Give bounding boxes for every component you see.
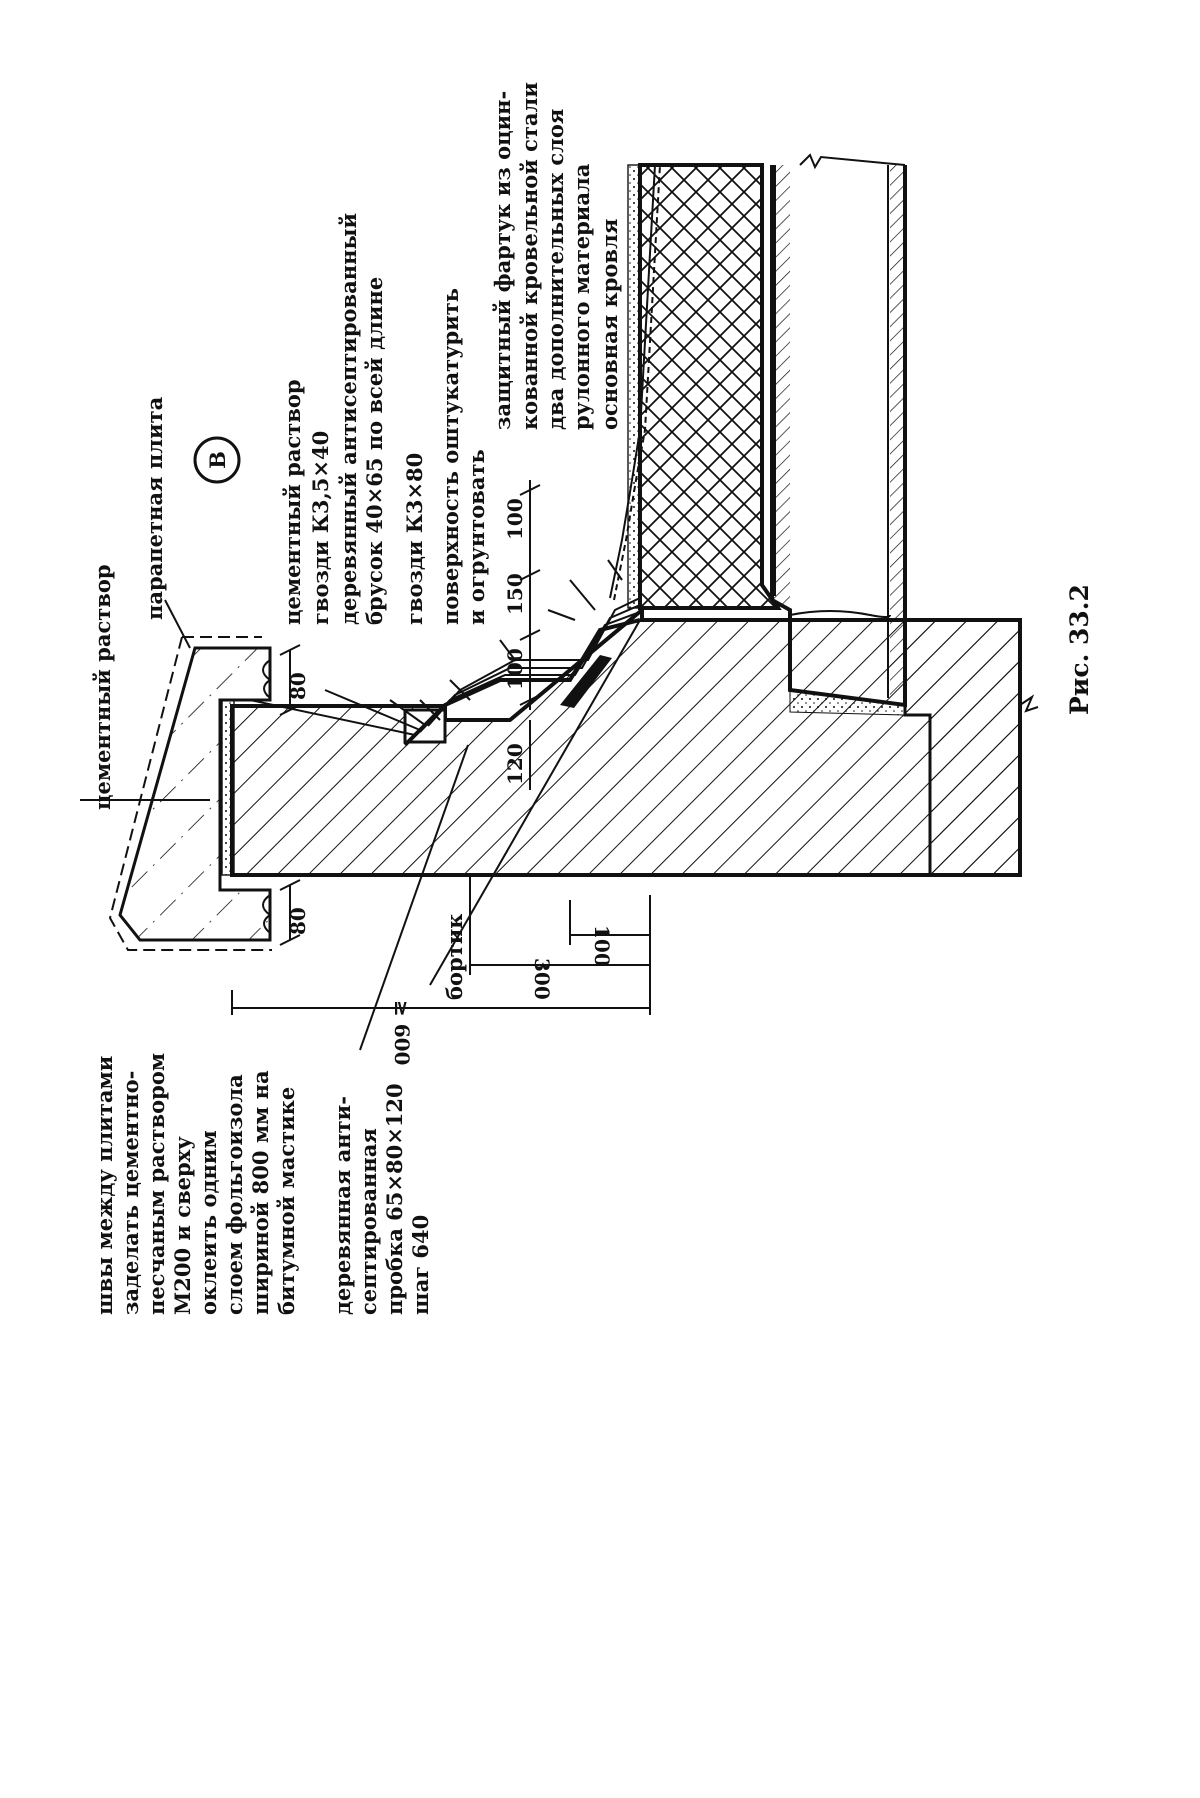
dim-300: 300 [530,958,554,1000]
label-surface-2: и огрунтовать [464,449,489,625]
label-nails-k3: гвозди К3×80 [402,453,427,625]
label-joints-2: заделать цементно- [118,1071,143,1315]
figure-caption: Рис. 33.2 [1065,584,1094,715]
label-joints-1: швы между плитами [92,1056,117,1315]
insulation-block [627,163,782,610]
label-joints-7: шириной 800 мм на [248,1070,273,1315]
node-marker: В [193,436,241,484]
dim-80-top: 80 [286,672,310,700]
label-joints-8: битумной мастике [274,1087,299,1315]
label-joints-5: оклеить одним [196,1130,221,1315]
roof-slab [770,153,1039,877]
dim-100-c: 100 [590,925,614,967]
label-extra-layers-1: два дополнительных слоя [543,109,568,430]
label-wood-bar-2: брусок 40×65 по всей длине [362,277,387,625]
labels: цементный раствор парапетная плита цемен… [90,82,622,1315]
label-extra-layers-2: рулонного материала [569,163,594,430]
label-plug-3: пробка 65×80×120 [382,1083,407,1315]
dim-600: ≥ 600 [390,1000,414,1065]
dimension-labels: 80 80 120 100 150 100 100 300 ≥ 600 [286,498,614,1065]
label-joints-3: песчаным раствором [144,1053,169,1315]
dim-150: 150 [503,573,527,615]
parapet-slab [108,636,272,951]
dim-80-bottom: 80 [286,907,310,935]
label-surface-1: поверхность оштукатурить [438,288,463,625]
label-nails-k35: гвозди К3,5×40 [308,431,333,625]
label-joints-4: М200 и сверху [170,1136,195,1315]
label-apron-1: защитный фартук из оцин- [490,91,515,430]
dim-120: 120 [503,743,527,785]
label-parapet-slab: парапетная плита [142,396,167,620]
label-plug-2: септированная [356,1128,381,1315]
dimension-lines [231,480,651,1015]
label-cement-mortar-top: цементный раствор [90,564,115,810]
label-main-roof: основная кровля [597,219,622,430]
label-joints-6: слоем фольгоизола [222,1074,247,1315]
label-wood-bar-1: деревянный антисептированный [336,213,361,625]
dim-100-b: 100 [503,498,527,540]
label-curb: бортик [442,914,467,1000]
label-plug-4: шаг 640 [408,1215,433,1315]
node-marker-label: В [205,451,230,469]
leader-lines [80,559,641,1051]
label-cement-mortar: цементный раствор [280,379,305,625]
label-apron-2: кованной кровельной стали [517,82,542,430]
label-plug-1: деревянная анти- [330,1096,355,1315]
dim-100-a: 100 [503,648,527,690]
